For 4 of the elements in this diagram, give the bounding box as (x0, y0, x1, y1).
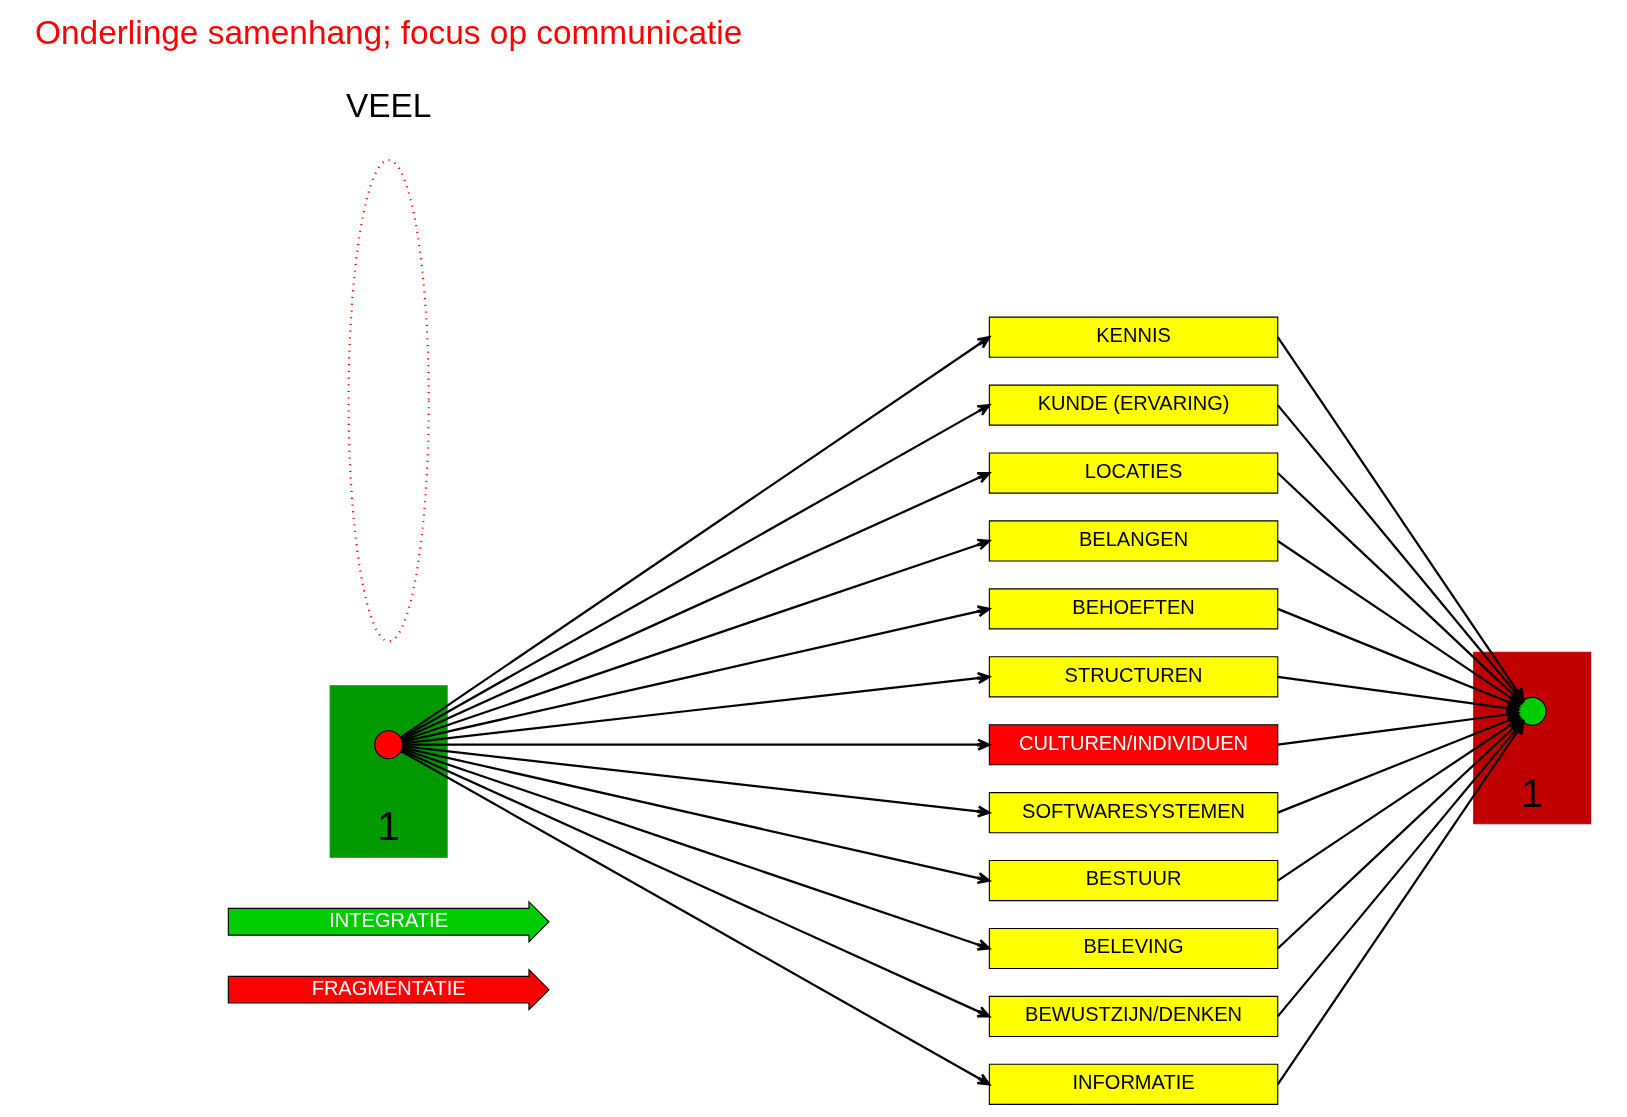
label: Onderlinge samenhang; focus op communicatie (34, 13, 742, 51)
node-label: 1 (1520, 770, 1543, 815)
node-label: 1 (377, 804, 400, 849)
label: VEEL (345, 87, 431, 125)
